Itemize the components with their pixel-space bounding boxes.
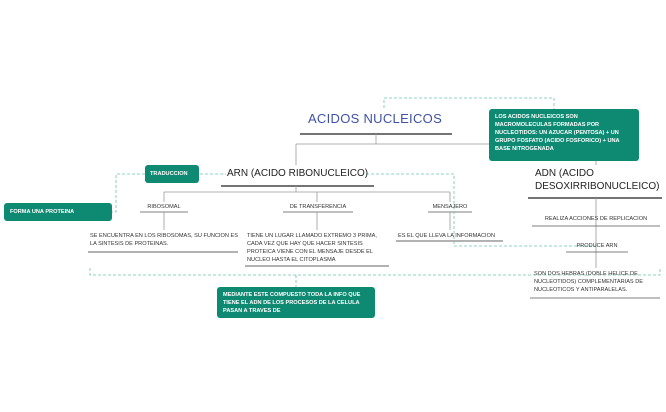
- note-info-adn[interactable]: MEDIANTE ESTE COMPUESTO TODA LA INFO QUE…: [217, 287, 375, 318]
- arn-child-transferencia[interactable]: DE TRANSFERENCIA: [289, 204, 347, 210]
- detail-transferencia[interactable]: TIENE UN LUGAR LLAMADO EXTREMO 3 PRIMA, …: [247, 233, 377, 263]
- note-traduccion[interactable]: TRADUCCION: [145, 165, 199, 183]
- note-definition[interactable]: LOS ACIDOS NUCLEICOS SON MACROMOLECULAS …: [489, 109, 639, 161]
- adn-node-title[interactable]: ADN (ACIDO DESOXIRRIBONUCLEICO): [535, 168, 660, 192]
- arn-child-mensajero[interactable]: MENSAJERO: [432, 204, 468, 210]
- detail-mensajero[interactable]: ES EL QUE LLEVA LA INFORMACION: [398, 233, 495, 239]
- detail-ribosomal[interactable]: SE ENCUENTRA EN LOS RIBOSOMAS, SU FUNCIO…: [90, 233, 238, 247]
- arn-child-ribosomal[interactable]: RIBOSOMAL: [147, 204, 181, 210]
- adn-child-replicacion[interactable]: REALIZA ACCIONES DE REPLICACION: [544, 216, 648, 222]
- root-node-title[interactable]: ACIDOS NUCLEICOS: [307, 111, 443, 126]
- adn-child-produce-arn[interactable]: PRODUCE ARN: [576, 243, 618, 249]
- note-forma-proteina[interactable]: FORMA UNA PROTEINA: [4, 203, 112, 221]
- adn-child-hebras[interactable]: SON DOS HEBRAS (DOBLE HELICE DE NUCLEOTI…: [534, 271, 643, 293]
- arn-node-title[interactable]: ARN (ACIDO RIBONUCLEICO): [226, 168, 369, 179]
